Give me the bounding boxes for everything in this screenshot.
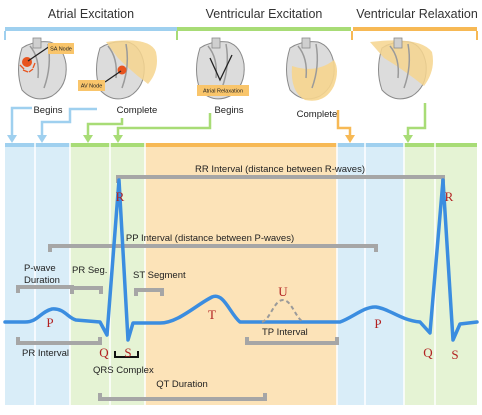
pp-interval-bar [48,244,378,252]
heart-sa-node: SA Node [18,37,74,100]
pr-segment-label: PR Seg. [72,265,107,276]
sa-node-label-box [48,43,74,54]
tp-interval-label: TP Interval [262,327,308,338]
pr-interval-label: PR Interval [22,348,69,359]
pp-interval-label: PP Interval (distance between P-waves) [126,233,294,244]
heart-av-node: AV Node [78,40,157,100]
header-ventricular-relaxation: Ventricular Relaxation [356,7,478,21]
p-wave-duration-label-1: P-wave [24,263,56,274]
u-wave-label: U [278,284,288,299]
r-wave-label-2: R [445,189,454,204]
st-segment-label: ST Segment [133,270,186,281]
qt-duration-bar [98,393,267,401]
r-wave-label-1: R [116,189,125,204]
band-ventricular-2 [404,143,477,405]
qt-duration-label: QT Duration [156,379,208,390]
band-atrial-2 [337,143,404,405]
q-wave-label-2: Q [423,345,433,360]
s-wave-label-2: S [451,347,458,362]
phase-bands [5,143,477,405]
band-relaxation [145,143,337,405]
p-wave-label-1: P [46,315,53,330]
caption-complete-2: Complete [297,109,338,120]
st-segment-bar [134,288,164,296]
heart-ventricular-relaxation [370,37,433,100]
heart-illustrations: SA Node AV Node Atrial Relaxation [18,37,433,101]
caption-begins-2: Begins [214,105,243,116]
sa-node-label: SA Node [50,47,72,53]
band-atrial-1 [5,143,70,405]
caption-complete-1: Complete [117,105,158,116]
qrs-complex-label: QRS Complex [93,365,154,376]
u-wave-dashed [261,298,305,323]
t-wave-label: T [208,307,216,322]
p-wave-duration-label-2: Duration [24,275,60,286]
phase-headers: Atrial Excitation Ventricular Excitation… [4,7,478,40]
ecg-trace [3,178,479,342]
header-atrial-excitation: Atrial Excitation [48,7,134,21]
connector-arrows [7,103,427,143]
tp-interval-bar [245,337,339,345]
pr-segment-bar [70,286,103,294]
p-wave-label-2: P [374,316,381,331]
caption-begins-1: Begins [33,105,62,116]
rr-interval-label: RR Interval (distance between R-waves) [195,164,365,175]
s-wave-label-1: S [124,345,131,360]
header-ventricular-excitation: Ventricular Excitation [206,7,323,21]
heart-atrial-relaxation: Atrial Relaxation [196,37,249,100]
av-node-label: AV Node [81,84,103,90]
q-wave-label-1: Q [99,345,109,360]
qrs-complex-bracket [114,351,139,358]
av-node-label-box [78,80,105,91]
band-ventricular-1 [70,143,145,405]
atrial-relaxation-label-box [197,85,249,96]
heart-ventricles-complete [286,37,337,101]
atrial-relaxation-label: Atrial Relaxation [203,89,243,95]
pr-interval-bar [16,337,102,345]
